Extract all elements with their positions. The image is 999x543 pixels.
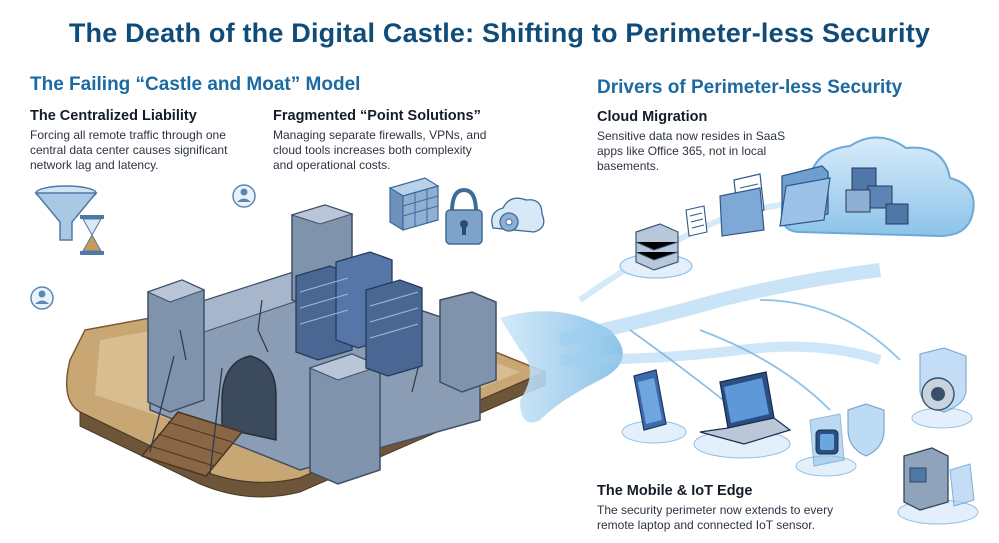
- server-icon: [845, 167, 909, 225]
- centralized-liability-body: Forcing all remote traffic through one c…: [30, 128, 228, 172]
- funnel-icon: [34, 185, 98, 241]
- data-flow-stream: [500, 197, 901, 431]
- folder-icon: [719, 187, 765, 237]
- padlock-icon: [445, 187, 483, 245]
- camera-icon: [911, 347, 973, 429]
- cloud-migration-title: Cloud Migration: [597, 109, 708, 125]
- user-icon: [232, 184, 256, 208]
- smartwatch-icon: [795, 413, 857, 477]
- mobile-iot-body: The security perimeter now extends to ev…: [597, 503, 834, 532]
- laptop-icon: [693, 371, 792, 459]
- tablet-icon: [621, 369, 687, 444]
- cloud-icon: [780, 136, 975, 238]
- point-solutions-title: Fragmented “Point Solutions”: [273, 108, 481, 124]
- point-solutions-body: Managing separate firewalls, VPNs, and c…: [273, 128, 487, 172]
- firewall-icon: [388, 177, 440, 232]
- cloud-gear-icon: [491, 197, 545, 233]
- server-icon: [295, 251, 423, 377]
- shield-icon: [847, 403, 885, 457]
- page-title: The Death of the Digital Castle: Shiftin…: [68, 18, 931, 48]
- document-icon: [685, 205, 708, 237]
- user-icon: [30, 286, 54, 310]
- cloud-migration-body: Sensitive data now resides in SaaS apps …: [597, 129, 786, 173]
- right-section-heading: Drivers of Perimeter-less Security: [597, 77, 903, 98]
- mobile-iot-title: The Mobile & IoT Edge: [597, 483, 753, 499]
- drawbridge: [140, 355, 244, 477]
- left-section-heading: The Failing “Castle and Moat” Model: [30, 74, 361, 95]
- centralized-liability-title: The Centralized Liability: [30, 108, 197, 124]
- hourglass-icon: [80, 215, 104, 255]
- machine-icon: [897, 447, 979, 525]
- server-icon: [619, 223, 693, 279]
- folder-icon: [779, 165, 831, 227]
